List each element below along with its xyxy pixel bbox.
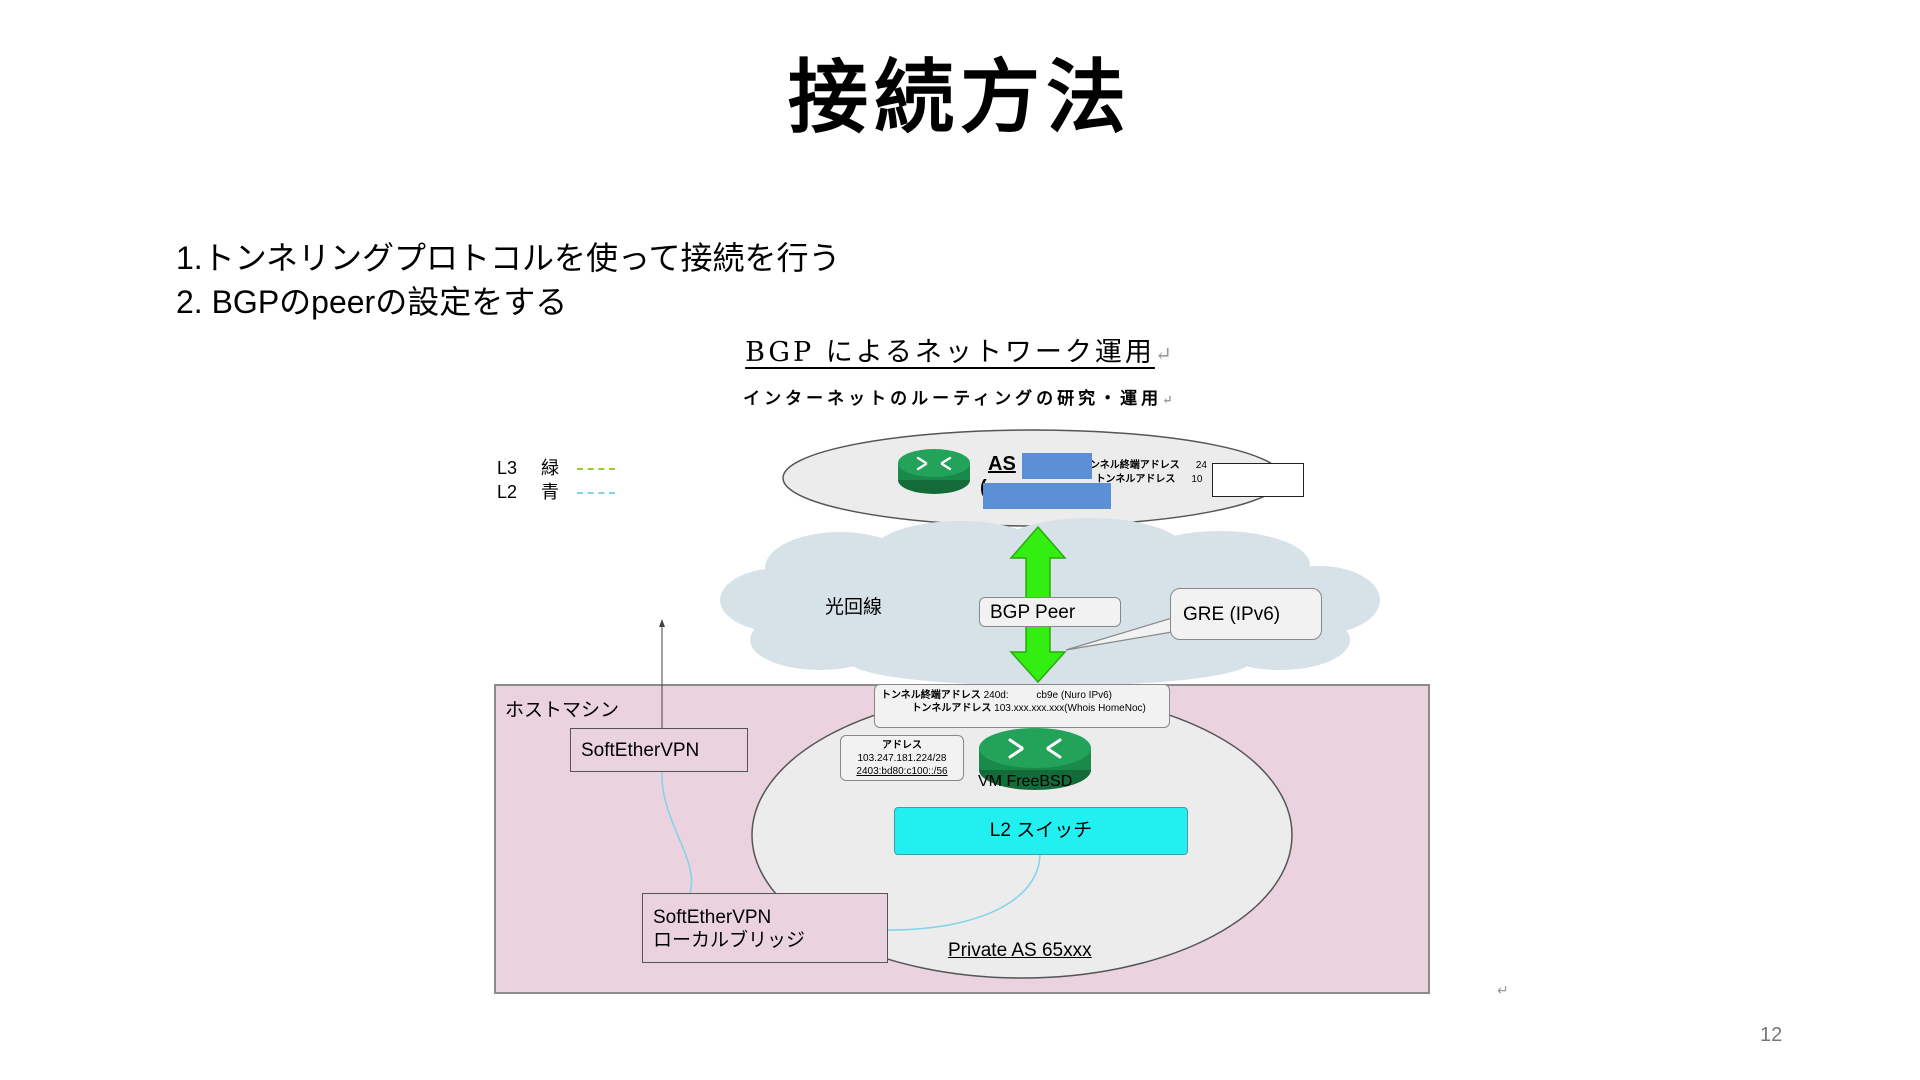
legend-layer: L2 — [497, 482, 518, 502]
figure-doc-title: BGP によるネットワーク運用↵ — [0, 330, 1920, 369]
gre-callout: GRE (IPv6) — [1170, 588, 1322, 640]
cloud-label: 光回線 — [825, 597, 883, 618]
softether-bridge-line1: SoftEtherVPN — [653, 907, 772, 928]
vm-freebsd-label: VM FreeBSD — [978, 773, 1073, 790]
slide-title: 接続方法 — [788, 51, 1132, 144]
tunnel-addr-label: トンネルアドレス — [911, 703, 992, 714]
figure-doc-title-text: BGP によるネットワーク運用 — [745, 337, 1155, 368]
legend-color-name: 青 — [541, 482, 559, 502]
return-mark: ↵ — [1162, 393, 1177, 408]
private-as-label: Private AS 65xxx — [948, 940, 1092, 961]
address-box: アドレス 103.247.181.224/28 2403:bd80:c100::… — [840, 735, 964, 781]
address-ipv4: 103.247.181.224/28 — [857, 753, 947, 764]
router-icon — [898, 449, 970, 494]
as-tunnel-info: ンネル終端アドレス 24 トンネルアドレス 10 — [1090, 459, 1207, 487]
return-mark: ↵ — [1497, 983, 1509, 999]
vm-router-icon — [979, 728, 1091, 790]
as-tunnel-addr-label: トンネルアドレス — [1095, 474, 1176, 485]
legend-row-l3: L3 緑 — [497, 456, 615, 480]
tunnel-end-value: 240d: — [983, 690, 1009, 701]
address-ipv6: 2403:bd80:c100::/56 — [856, 766, 948, 777]
as-tunnel-addr-value: 10 — [1191, 474, 1203, 485]
legend-layer: L3 — [497, 458, 518, 478]
host-machine-label: ホストマシン — [505, 700, 620, 721]
legend-color-name: 緑 — [541, 458, 559, 478]
tunnel-end-label: トンネル終端アドレス — [881, 690, 981, 701]
vpn-up-arrowhead — [659, 619, 665, 627]
tunnel-info-box: トンネル終端アドレス 240d: cb9e (Nuro IPv6) トンネルアド… — [874, 684, 1170, 728]
l2-link-bridge — [887, 852, 1041, 931]
l2-switch-box: L2 スイッチ — [894, 807, 1188, 855]
redaction-block — [1212, 463, 1304, 497]
figure-doc-subtitle-text: インターネットのルーティングの研究・運用 — [743, 389, 1163, 409]
bullet-item: 1.トンネリングプロトコルを使って接続を行う — [176, 240, 841, 276]
bullet-list: 1.トンネリングプロトコルを使って接続を行う 2. BGPのpeerの設定をする — [176, 236, 840, 324]
legend-row-l2: L2 青 — [497, 480, 615, 504]
legend: L3 緑 L2 青 — [497, 456, 615, 504]
tunnel-end-value-tail: cb9e (Nuro IPv6) — [1036, 690, 1113, 701]
as-tunnel-end-value: 24 — [1195, 460, 1207, 471]
legend-line-green — [577, 468, 615, 470]
tunnel-addr-value: 103.xxx.xxx.xxx(Whois HomeNoc) — [994, 703, 1146, 714]
as-label: AS — [988, 453, 1016, 475]
legend-line-blue — [577, 492, 615, 494]
redaction-block — [983, 483, 1111, 509]
softether-bridge-box: SoftEtherVPN ローカルブリッジ — [642, 893, 888, 963]
figure-doc-subtitle: インターネットのルーティングの研究・運用↵ — [0, 384, 1920, 409]
bullet-item: 2. BGPのpeerの設定をする — [176, 284, 568, 320]
redaction-block — [1022, 453, 1092, 479]
l2-link-vpn — [661, 771, 693, 894]
softether-vpn-box: SoftEtherVPN — [570, 728, 748, 772]
softether-bridge-line2: ローカルブリッジ — [653, 930, 806, 951]
return-mark: ↵ — [1154, 342, 1175, 366]
address-title: アドレス — [882, 740, 922, 751]
page-number: 12 — [1760, 1024, 1783, 1046]
as-tunnel-end-label: ンネル終端アドレス — [1090, 460, 1180, 471]
bgp-peer-label: BGP Peer — [979, 597, 1121, 627]
